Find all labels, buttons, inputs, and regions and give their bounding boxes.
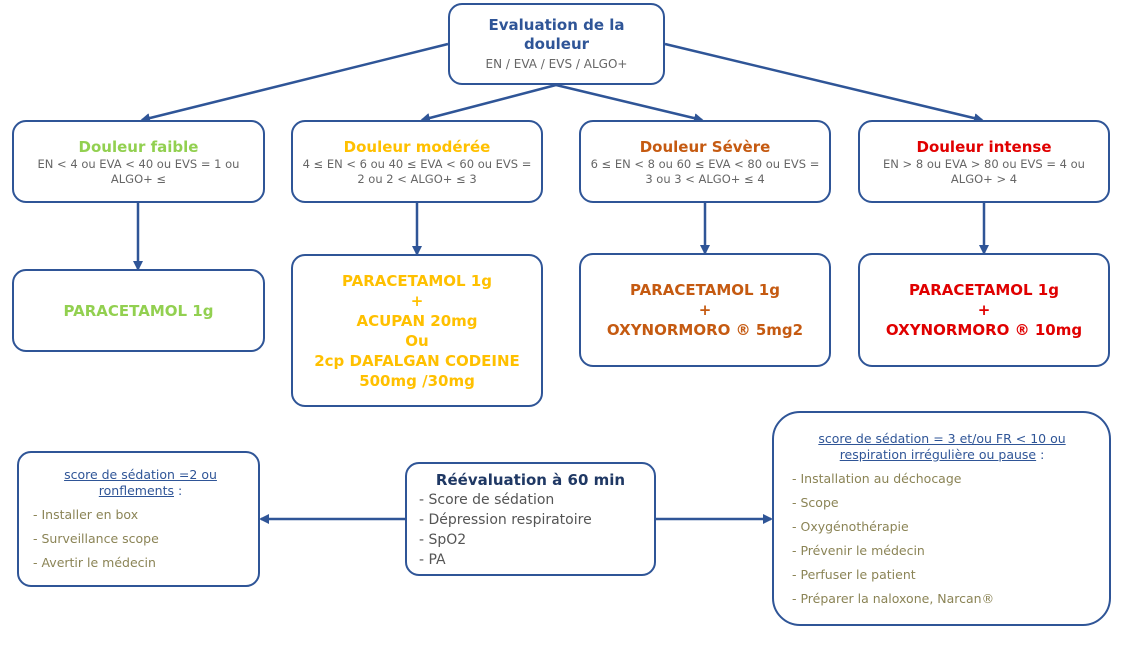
treatment-line: OXYNORMORO ® 10mg: [885, 321, 1083, 339]
treatment-line: OXYNORMORO ® 5mg2: [606, 321, 804, 339]
treatment-line: Ou: [405, 331, 429, 350]
reevaluation-title: Réévaluation à 60 min: [435, 471, 626, 489]
sedation-right-item: - Oxygénothérapie: [792, 519, 909, 534]
category-criteria-intense: EN > 8 ou EVA > 80 ou EVS = 4 ou ALGO+ >…: [883, 156, 1085, 186]
category-criteria-moderee: 4 ≤ EN < 6 ou 40 ≤ EVA < 60 ou EVS = 2 o…: [302, 156, 532, 186]
reevaluation-item: - Score de sédation: [419, 492, 555, 508]
sedation-box-left: score de sédation =2 ou ronflements : - …: [17, 451, 260, 587]
sedation-right-item: - Prévenir le médecin: [792, 543, 925, 558]
category-box-faible: Douleur faible EN < 4 ou EVA < 40 ou EVS…: [12, 120, 265, 203]
treatment-line: +: [977, 301, 991, 319]
sedation-left-item: - Installer en box: [33, 507, 139, 522]
treatment-line: +: [410, 291, 424, 310]
sedation-left-title-colon: :: [174, 483, 183, 498]
category-criteria-faible: EN < 4 ou EVA < 40 ou EVS = 1 ou ALGO+ ≤: [37, 156, 240, 186]
category-box-intense: Douleur intense EN > 8 ou EVA > 80 ou EV…: [858, 120, 1110, 203]
sedation-right-item: - Installation au déchocage: [792, 471, 962, 486]
sedation-right-item: - Perfuser le patient: [792, 567, 916, 582]
treatment-box-faible: PARACETAMOL 1g: [12, 269, 265, 352]
evaluation-subtitle: EN / EVA / EVS / ALGO+: [485, 57, 628, 71]
category-box-severe: Douleur Sévère 6 ≤ EN < 8 ou 60 ≤ EVA < …: [579, 120, 831, 203]
sedation-left-title: score de sédation =2 ou ronflements :: [33, 467, 248, 499]
treatment-line: PARACETAMOL 1g: [63, 301, 214, 320]
treatment-box-severe: PARACETAMOL 1g + OXYNORMORO ® 5mg2: [579, 253, 831, 367]
treatment-line: +: [698, 301, 712, 319]
sedation-right-title-colon: :: [1036, 447, 1045, 462]
treatment-line: ACUPAN 20mg: [356, 311, 478, 330]
sedation-box-right: score de sédation = 3 et/ou FR < 10 ou r…: [772, 411, 1111, 626]
sedation-left-item: - Avertir le médecin: [33, 555, 156, 570]
arrow-eval-to-severe: [555, 83, 704, 123]
sedation-right-item: - Préparer la naloxone, Narcan®: [792, 591, 995, 606]
category-title-moderee: Douleur modérée: [343, 137, 491, 156]
arrow-eval-to-intense: [664, 42, 984, 123]
treatment-box-moderee: PARACETAMOL 1g + ACUPAN 20mg Ou 2cp DAFA…: [291, 254, 543, 407]
arrow-eval-to-faible: [140, 42, 449, 123]
treatment-line: 500mg /30mg: [359, 371, 475, 390]
sedation-right-title: score de sédation = 3 et/ou FR < 10 ou r…: [792, 431, 1092, 463]
category-title-severe: Douleur Sévère: [639, 137, 771, 156]
reevaluation-item: - Dépression respiratoire: [419, 512, 592, 528]
evaluation-box: Evaluation de la douleur EN / EVA / EVS …: [448, 3, 665, 85]
category-title-intense: Douleur intense: [916, 137, 1052, 156]
treatment-box-intense: PARACETAMOL 1g + OXYNORMORO ® 10mg: [858, 253, 1110, 367]
reevaluation-item: - PA: [419, 552, 446, 568]
reevaluation-box: Réévaluation à 60 min - Score de sédatio…: [405, 462, 656, 576]
sedation-right-title-text: score de sédation = 3 et/ou FR < 10 ou r…: [818, 431, 1066, 462]
arrow-eval-to-moderee: [420, 83, 557, 123]
evaluation-title: Evaluation de la douleur: [488, 16, 625, 53]
treatment-line: PARACETAMOL 1g: [342, 271, 492, 290]
treatment-line: 2cp DAFALGAN CODEINE: [314, 351, 520, 370]
sedation-left-title-text: score de sédation =2 ou ronflements: [64, 467, 217, 498]
category-title-faible: Douleur faible: [78, 137, 199, 156]
sedation-left-item: - Surveillance scope: [33, 531, 159, 546]
treatment-line: PARACETAMOL 1g: [909, 281, 1059, 299]
category-box-moderee: Douleur modérée 4 ≤ EN < 6 ou 40 ≤ EVA <…: [291, 120, 543, 203]
sedation-right-item: - Scope: [792, 495, 839, 510]
category-criteria-severe: 6 ≤ EN < 8 ou 60 ≤ EVA < 80 ou EVS = 3 o…: [590, 156, 820, 186]
reevaluation-item: - SpO2: [419, 532, 467, 548]
treatment-line: PARACETAMOL 1g: [630, 281, 780, 299]
